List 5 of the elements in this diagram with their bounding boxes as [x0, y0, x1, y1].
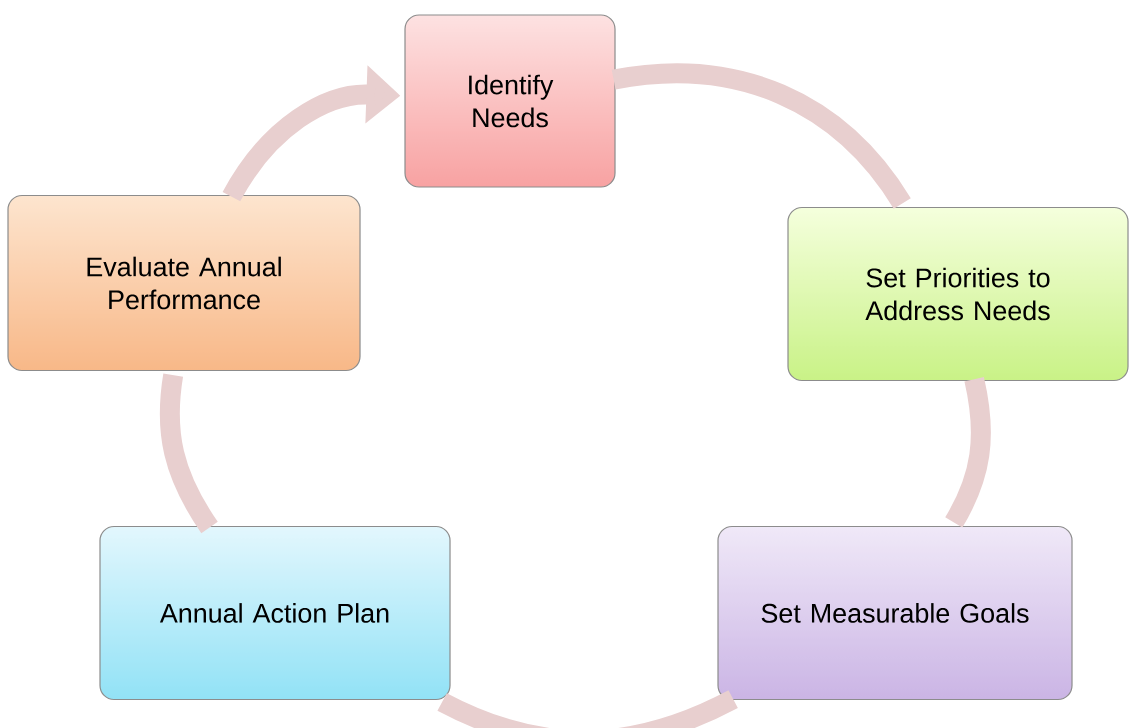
- process-box: Identify Needs: [404, 14, 616, 188]
- process-box: Set Priorities to Address Needs: [787, 206, 1129, 382]
- process-box: Set Measurable Goals: [717, 525, 1073, 701]
- process-box: Evaluate Annual Performance: [7, 194, 361, 372]
- process-box: Annual Action Plan: [99, 525, 451, 701]
